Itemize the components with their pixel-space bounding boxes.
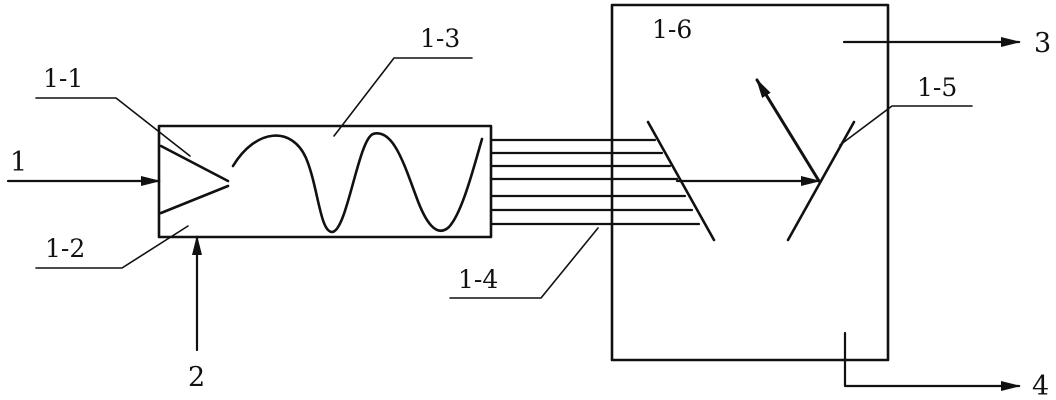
label-1-6: 1-6	[652, 15, 692, 44]
label-input-2: 2	[188, 362, 205, 393]
label-1-5: 1-5	[917, 73, 957, 102]
leader-1-4	[449, 227, 599, 299]
leader-1-5	[839, 105, 973, 146]
label-input-1: 1	[10, 147, 27, 178]
nozzle-lower-edge	[159, 184, 230, 215]
label-1-2: 1-2	[45, 234, 85, 263]
deflected-flow-arrow	[755, 78, 821, 183]
leader-1-3	[333, 57, 473, 137]
helical-coil	[231, 132, 484, 234]
output-4-arrow	[843, 331, 1021, 391]
label-output-4: 4	[1032, 371, 1049, 400]
label-1-4: 1-4	[458, 265, 498, 294]
leader-1-1	[35, 97, 191, 157]
label-1-1: 1-1	[43, 64, 83, 93]
mixing-tube-body	[157, 124, 493, 239]
deflector-plate	[786, 120, 856, 242]
nozzle-upper-edge	[159, 144, 230, 183]
label-1-3: 1-3	[420, 24, 460, 53]
separator-vessel	[610, 3, 890, 362]
tube-bundle	[489, 138, 701, 226]
label-output-3: 3	[1034, 28, 1051, 59]
leader-1-2	[35, 225, 189, 269]
